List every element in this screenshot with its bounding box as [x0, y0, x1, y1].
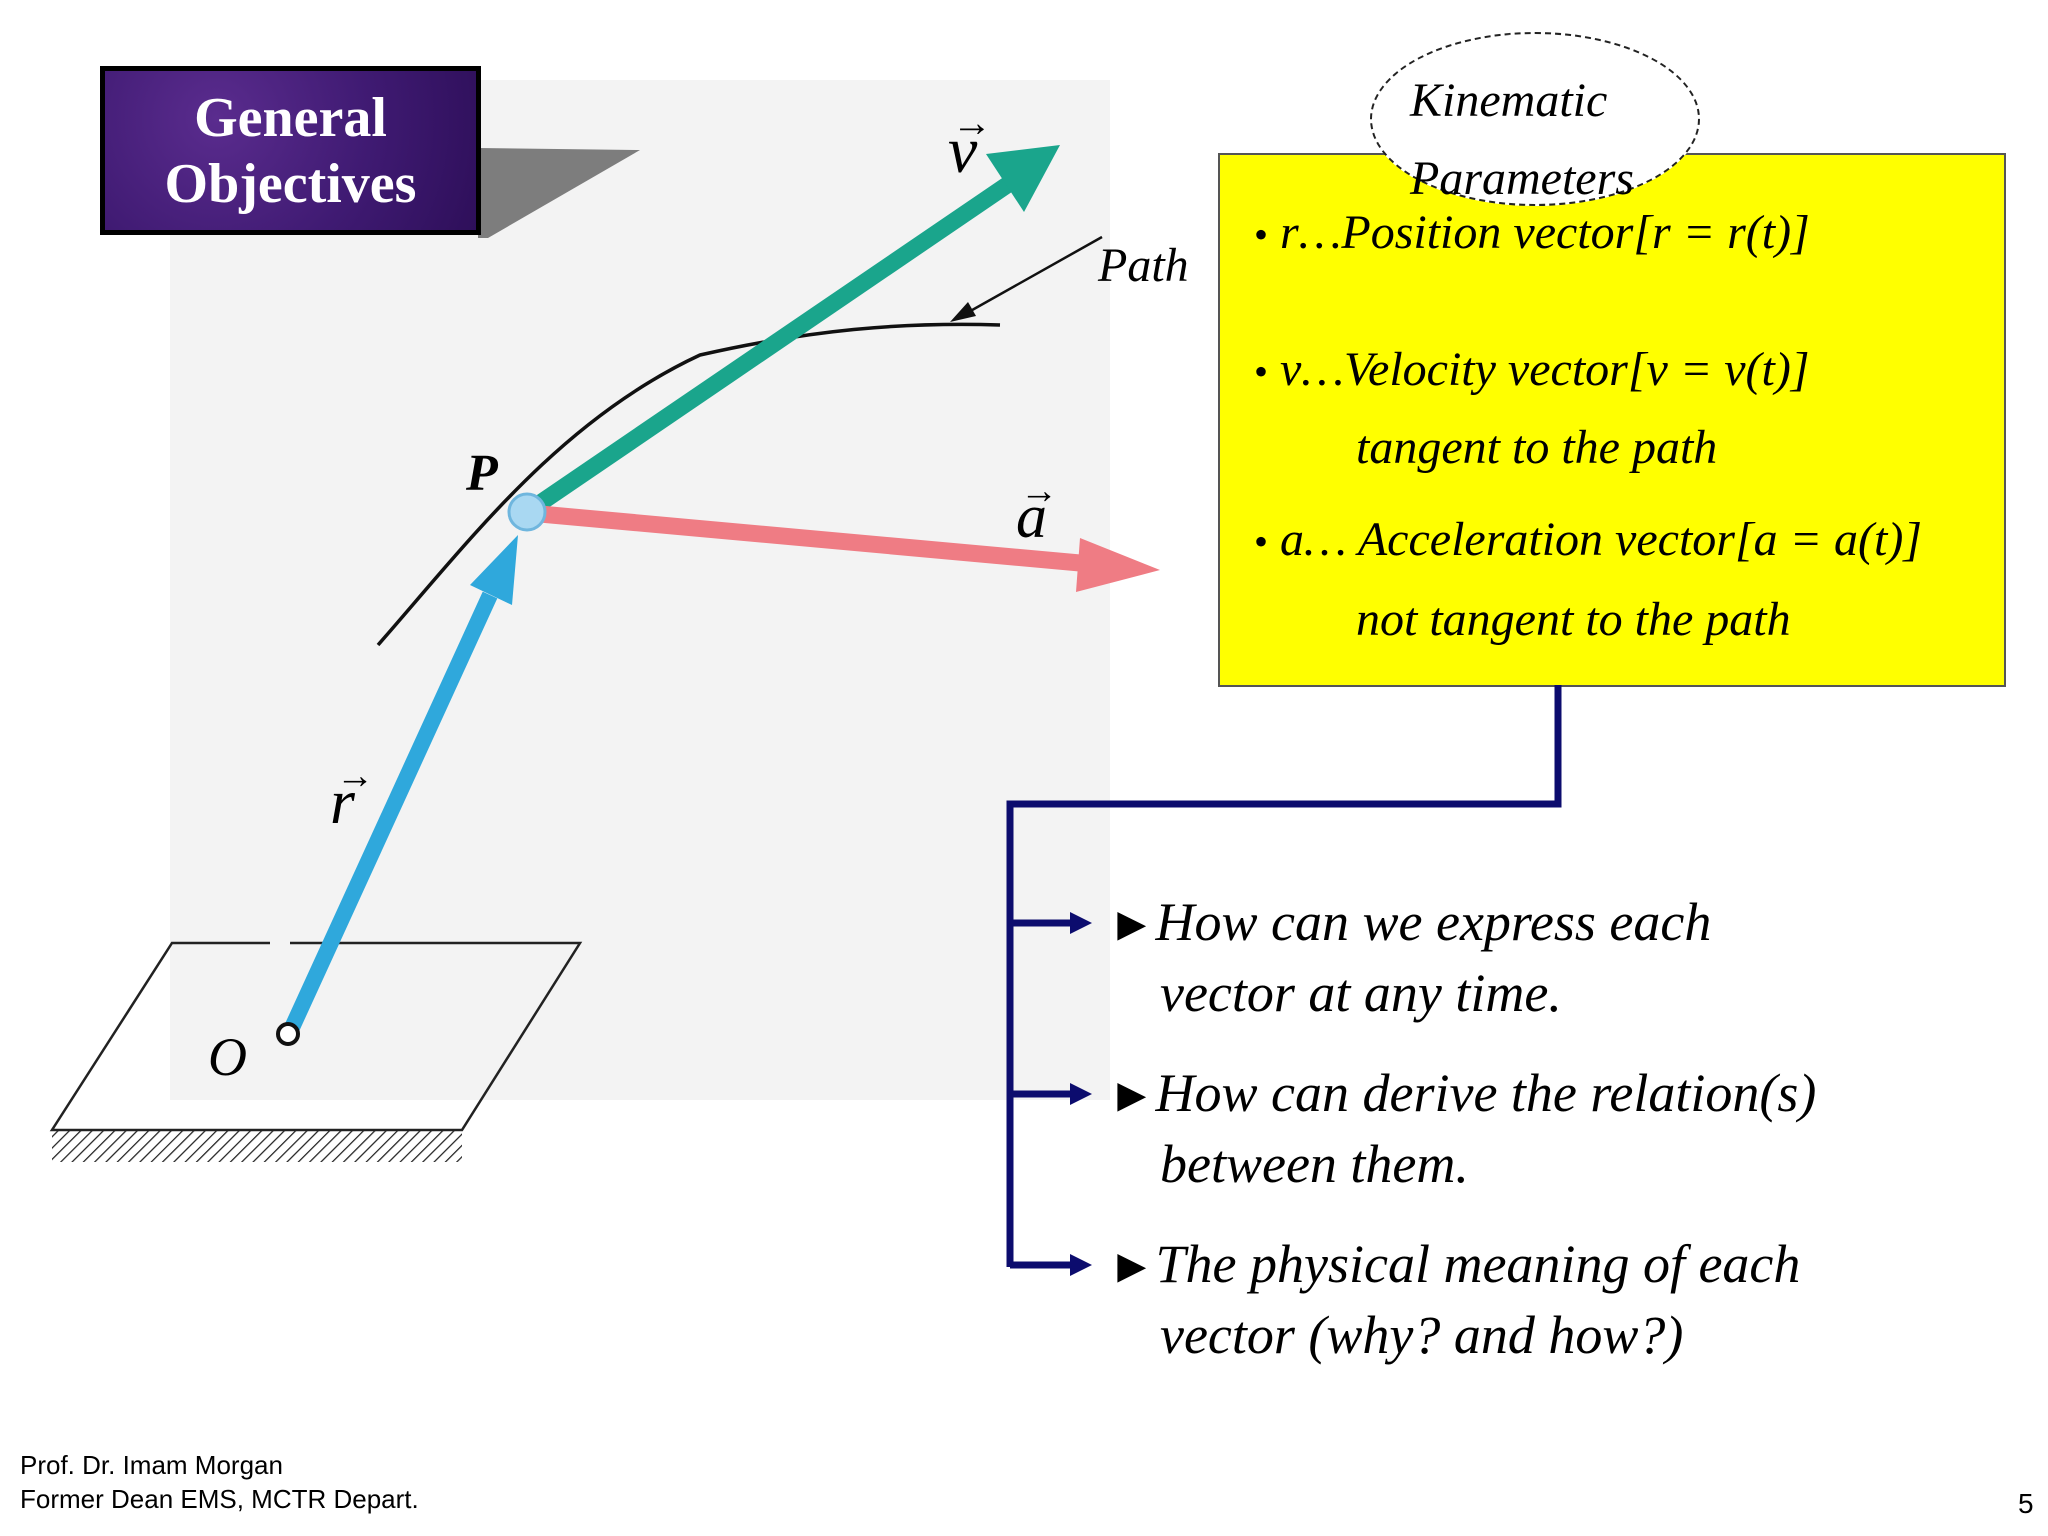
kinematic-parameters-bubble: [1370, 32, 1700, 206]
question-connector: [1006, 685, 1562, 1276]
question-3: ►The physical meaning of each vector (wh…: [1108, 1234, 1801, 1365]
parameter-velocity-note: tangent to the path: [1356, 421, 1718, 474]
general-objectives-badge: General Objectives: [100, 66, 481, 235]
point-p: [507, 492, 547, 532]
connector-arrow-2: [1010, 1083, 1092, 1105]
kinematic-parameters-box: [1218, 153, 2006, 687]
question-1: ►How can we express each vector at any t…: [1108, 892, 1712, 1023]
velocity-vector: [525, 145, 1060, 518]
parameter-acceleration-note: not tangent to the path: [1356, 593, 1791, 646]
badge-line-2: Objectives: [164, 152, 417, 215]
parameter-position: • r…Position vector[r = r(t)]: [1254, 206, 1810, 259]
position-label: → r: [330, 755, 374, 836]
badge-line-1: General: [194, 86, 387, 149]
page-number: 5: [2018, 1488, 2034, 1519]
kinematics-diagram: [49, 145, 1160, 1162]
acceleration-label: → a: [1016, 470, 1058, 550]
question-2: ►How can derive the relation(s) between …: [1108, 1063, 1817, 1194]
author-name: Prof. Dr. Imam Morgan: [20, 1450, 283, 1480]
parameter-velocity: • v…Velocity vector[v = v(t)]: [1254, 343, 1810, 396]
ground-plane: [49, 941, 583, 1162]
triangle-marker-icon: ►: [1108, 898, 1156, 951]
origin-point: [276, 1022, 300, 1046]
triangle-marker-icon: ►: [1108, 1240, 1156, 1293]
point-p-label: P: [466, 445, 498, 502]
author-footer: Prof. Dr. Imam Morgan Former Dean EMS, M…: [20, 1448, 419, 1516]
velocity-label: → v: [948, 100, 992, 186]
path-label: Path: [1098, 239, 1189, 292]
triangle-marker-icon: ►: [1108, 1069, 1156, 1122]
badge-shadow: [478, 148, 640, 238]
path-pointer-arrow: [950, 235, 1103, 322]
connector-arrow-1: [1010, 912, 1092, 934]
connector-arrow-3: [1010, 1254, 1092, 1276]
diagram-background: [170, 80, 1110, 1100]
vector-arrow-icon: →: [1020, 470, 1058, 512]
path-curve: [376, 322, 1001, 647]
acceleration-vector: [539, 505, 1160, 592]
vector-arrow-icon: →: [336, 755, 374, 797]
kinematic-parameters-title: Kinematic Parameters: [1410, 74, 1634, 205]
parameter-acceleration: • a… Acceleration vector[a = a(t)]: [1254, 513, 1923, 566]
position-vector: [282, 535, 518, 1036]
vector-arrow-icon: →: [952, 100, 992, 145]
author-title: Former Dean EMS, MCTR Depart.: [20, 1484, 419, 1514]
origin-label: O: [208, 1027, 247, 1087]
